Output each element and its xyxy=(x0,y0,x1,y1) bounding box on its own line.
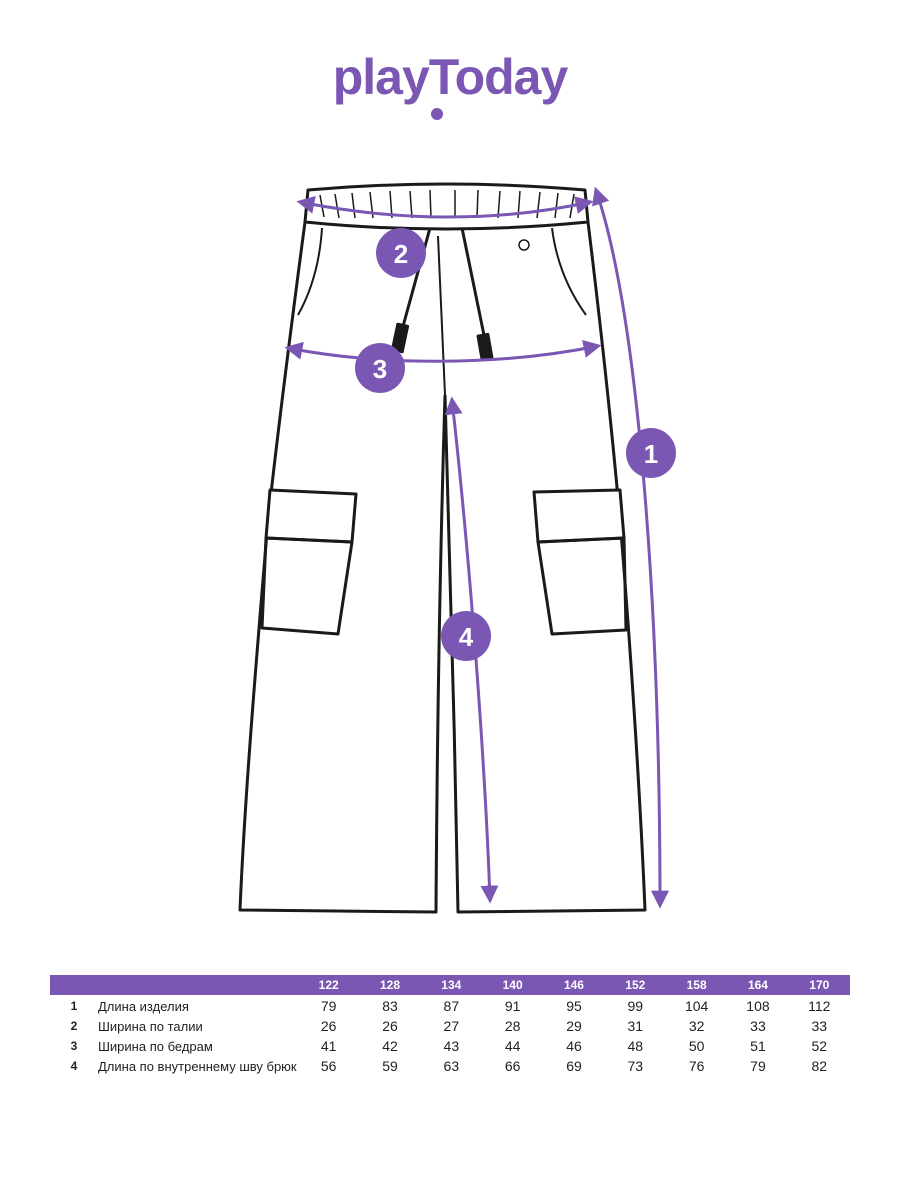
table-row: 2 Ширина по талии 26 26 27 28 29 31 32 3… xyxy=(50,1018,850,1038)
row-number: 2 xyxy=(70,1019,78,1033)
marker-3: 3 xyxy=(355,343,405,393)
table-row: 3 Ширина по бедрам 41 42 43 44 46 48 50 … xyxy=(50,1038,850,1058)
cell-value: 26 xyxy=(320,1018,337,1034)
svg-text:3: 3 xyxy=(373,354,387,384)
brand-logo-text: playToday xyxy=(333,52,569,105)
row-number: 3 xyxy=(70,1039,78,1053)
left-cargo-pocket xyxy=(260,536,354,636)
header-num xyxy=(50,975,98,995)
arrow-hips xyxy=(284,340,602,363)
right-front-pocket xyxy=(551,227,587,316)
cell-value: 48 xyxy=(627,1038,644,1054)
size-header: 128 xyxy=(359,975,421,995)
drawstring-right xyxy=(460,227,487,341)
cell-value: 26 xyxy=(382,1018,398,1034)
cell-value: 95 xyxy=(566,998,582,1014)
svg-text:4: 4 xyxy=(459,622,474,652)
cell-value: 33 xyxy=(811,1018,828,1034)
arrow-length xyxy=(592,186,669,909)
right-cargo-pocket xyxy=(536,536,628,636)
size-table: 122 128 134 140 146 152 158 164 170 1 Дл… xyxy=(50,975,850,1078)
cell-value: 33 xyxy=(750,1018,766,1034)
cell-value: 83 xyxy=(382,998,398,1014)
table-row: 4 Длина по внутреннему шву брюк 56 59 63… xyxy=(50,1058,850,1078)
cell-value: 46 xyxy=(566,1038,582,1054)
left-leg-outline xyxy=(238,221,447,914)
cell-value: 41 xyxy=(320,1038,337,1054)
row-label: Длина изделия xyxy=(98,999,189,1014)
cell-value: 99 xyxy=(627,998,644,1014)
cell-value: 66 xyxy=(504,1058,521,1074)
center-seam xyxy=(437,235,446,396)
measurement-arrows xyxy=(284,186,669,909)
waistband xyxy=(303,182,590,231)
size-header: 146 xyxy=(543,975,605,995)
header-label xyxy=(98,975,298,995)
cell-value: 43 xyxy=(443,1038,460,1054)
cell-value: 73 xyxy=(627,1058,644,1074)
brand-logo-dot xyxy=(431,108,443,120)
pants-diagram: 1 2 3 4 xyxy=(238,182,676,914)
cell-value: 44 xyxy=(504,1038,521,1054)
cell-value: 76 xyxy=(688,1058,705,1074)
cell-value: 31 xyxy=(627,1018,644,1034)
pants-outline xyxy=(238,182,647,914)
brand-logo: playToday xyxy=(333,52,569,120)
marker-2: 2 xyxy=(376,228,426,278)
rivet xyxy=(518,239,530,251)
cell-value: 79 xyxy=(750,1058,766,1074)
arrow-waist xyxy=(296,195,594,219)
cell-value: 52 xyxy=(811,1038,828,1054)
size-header: 152 xyxy=(604,975,666,995)
cell-value: 29 xyxy=(566,1018,582,1034)
cell-value: 82 xyxy=(811,1058,828,1074)
row-number: 1 xyxy=(70,999,78,1013)
size-header: 122 xyxy=(298,975,360,995)
cell-value: 59 xyxy=(382,1058,398,1074)
cell-value: 108 xyxy=(746,998,770,1014)
marker-4: 4 xyxy=(441,611,491,661)
right-leg-outline xyxy=(443,221,647,914)
cell-value: 87 xyxy=(443,998,460,1014)
drawstring-left xyxy=(400,227,432,331)
cell-value: 28 xyxy=(504,1018,521,1034)
drawstring-tip-right xyxy=(476,332,494,362)
cell-value: 91 xyxy=(504,998,521,1014)
size-header: 158 xyxy=(665,975,728,995)
cell-value: 56 xyxy=(320,1058,337,1074)
size-header-row: 122 128 134 140 146 152 158 164 170 xyxy=(50,975,850,995)
cell-value: 79 xyxy=(320,998,337,1014)
size-header: 164 xyxy=(727,975,789,995)
row-number: 4 xyxy=(70,1059,78,1073)
cell-value: 63 xyxy=(443,1058,460,1074)
cell-value: 42 xyxy=(382,1038,398,1054)
cell-value: 104 xyxy=(684,998,709,1014)
cell-value: 27 xyxy=(443,1018,460,1034)
svg-text:1: 1 xyxy=(644,439,658,469)
row-label: Ширина по бедрам xyxy=(98,1039,213,1054)
left-front-pocket xyxy=(297,227,323,316)
size-header: 170 xyxy=(788,975,850,995)
left-cargo-flap xyxy=(264,488,358,544)
cell-value: 50 xyxy=(688,1038,705,1054)
cell-value: 112 xyxy=(808,998,831,1014)
table-row: 1 Длина изделия 79 83 87 91 95 99 104 10… xyxy=(50,995,850,1018)
marker-1: 1 xyxy=(626,428,676,478)
size-header: 140 xyxy=(481,975,544,995)
right-cargo-flap xyxy=(532,488,626,544)
row-label: Ширина по талии xyxy=(98,1019,203,1034)
cell-value: 51 xyxy=(750,1038,766,1054)
drawstring-tip-left xyxy=(390,322,410,354)
svg-text:2: 2 xyxy=(394,239,408,269)
row-label: Длина по внутреннему шву брюк xyxy=(98,1059,297,1074)
size-header: 134 xyxy=(420,975,482,995)
cell-value: 69 xyxy=(566,1058,582,1074)
cell-value: 32 xyxy=(688,1018,705,1034)
